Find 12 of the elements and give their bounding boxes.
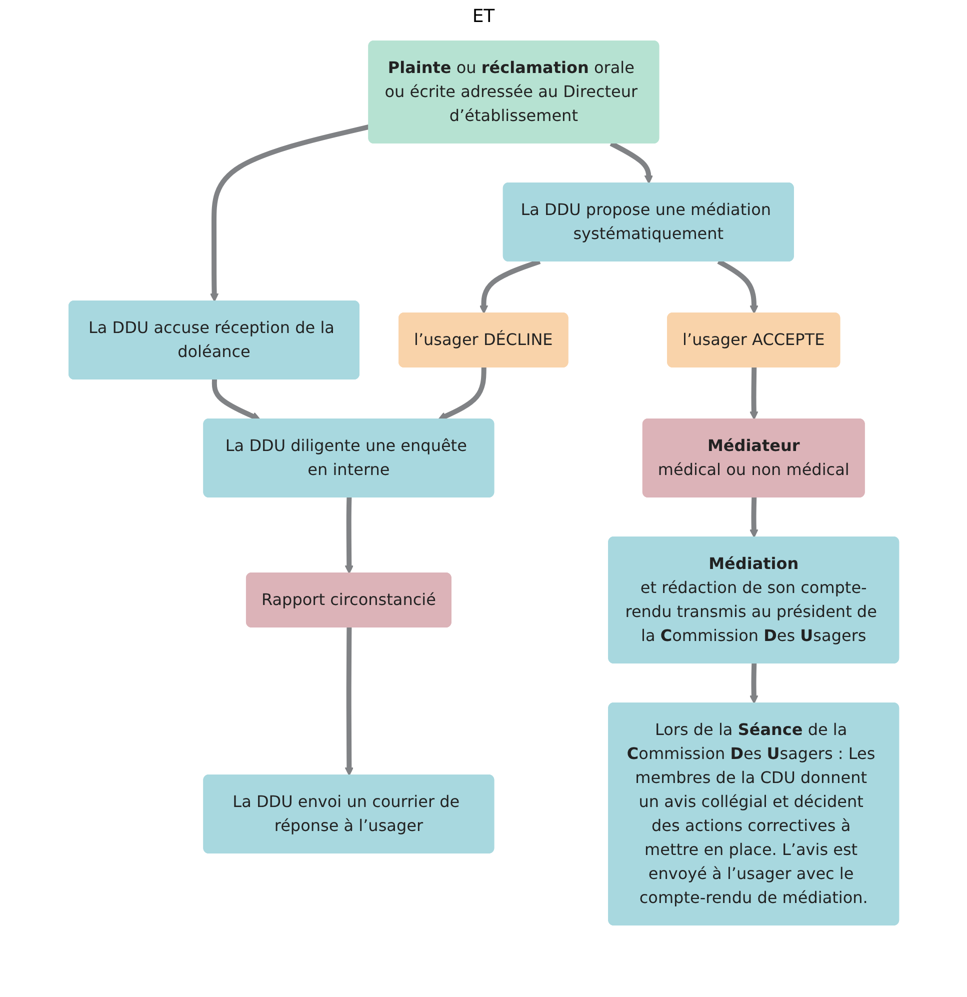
arrow — [212, 379, 260, 420]
arrow — [344, 497, 354, 574]
arrow — [749, 497, 758, 538]
conjunction-label: ET — [472, 6, 495, 27]
arrow — [749, 663, 758, 704]
arrow — [438, 367, 486, 420]
arrow — [344, 627, 354, 776]
arrow — [210, 124, 370, 302]
arrow — [609, 141, 653, 184]
arrow — [479, 259, 540, 314]
arrow — [749, 367, 758, 420]
arrow — [716, 259, 758, 314]
